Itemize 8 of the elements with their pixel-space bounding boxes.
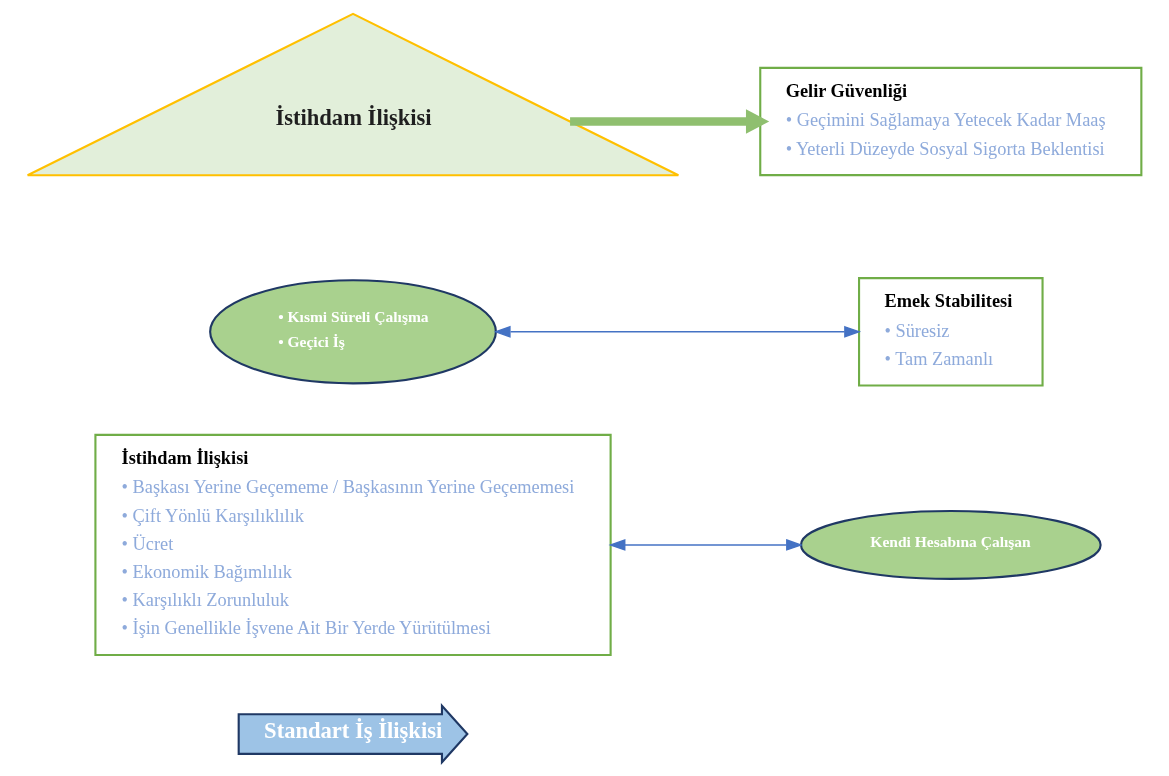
node-ellipse: • Kısmi Süreli Çalışma • Geçici İş	[209, 279, 497, 385]
arrow	[493, 325, 862, 338]
arrow	[608, 539, 804, 551]
node-ellipse: Kendi Hesabına Çalışan	[799, 509, 1102, 580]
node-box: Emek Stabilitesi • Süresiz • Tam Zamanlı	[858, 277, 1044, 387]
node-box: İstihdam İlişkisi • Başkası Yerine Geçememe / Başkasının Yerine Geçememesi • Çift Yönlü Karşılıklılık • Ücret • Ekonomik Bağımlılık • Karşılıklı Zorunluluk • İşin Genellikle İşvene Ait Bir Yerde Yürütülmesi	[94, 433, 612, 657]
arrow	[570, 109, 770, 134]
node-box: Gelir Güvenliği • Geçimini Sağlamaya Yetecek Kadar Maaş • Yeterli Düzeyde Sosyal Sigorta Beklentisi	[759, 66, 1143, 177]
